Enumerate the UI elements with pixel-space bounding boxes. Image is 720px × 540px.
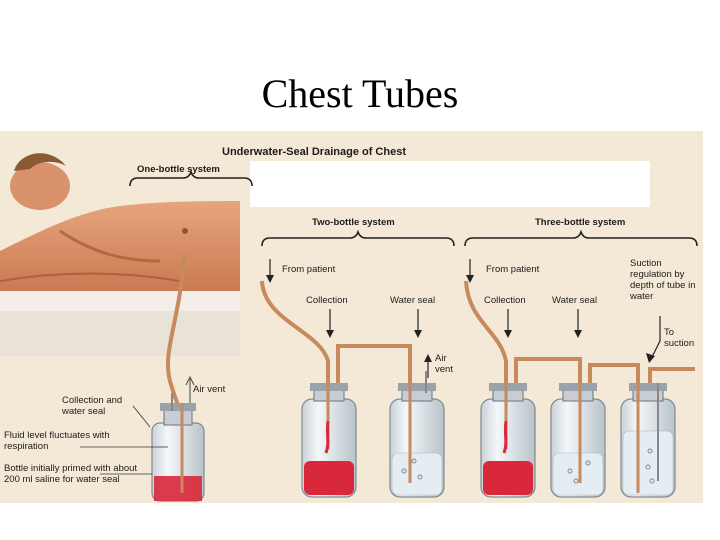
drainage-diagram [0,153,698,502]
three-bottle-from-patient-label: From patient [486,264,540,275]
two-bottle-title: Two-bottle system [312,217,395,228]
fluid-level-label: Fluid level fluctuates with respiration [4,430,110,452]
illustration-panel: Underwater-Seal Drainage of Chest One-bo… [0,131,703,503]
two-bottle-water-seal-label: Water seal [390,295,436,306]
patient-illustration [0,153,240,356]
three-bottle-collection-label: Collection [484,295,526,306]
two-bottle-from-patient-label: From patient [282,264,336,275]
collection-seal-label: Collection and water seal [62,395,123,417]
three-bottle-title: Three-bottle system [535,217,626,228]
suction-regulation-label: Suction regulation by depth of tube in w… [630,258,696,302]
slide-title: Chest Tubes [261,71,459,116]
primed-label: Bottle initially primed with about 200 m… [4,463,138,485]
figure-heading: Underwater-Seal Drainage of Chest [222,146,406,158]
two-bottle-air-vent-label: Air vent [435,353,453,375]
to-suction-label: To suction [664,327,695,349]
three-bottle-water-seal-label: Water seal [552,295,598,306]
two-bottle-collection-label: Collection [306,295,348,306]
header-strip [250,161,650,207]
one-bottle-air-vent-label: Air vent [193,384,226,395]
one-bottle-title: One-bottle system [137,164,220,175]
